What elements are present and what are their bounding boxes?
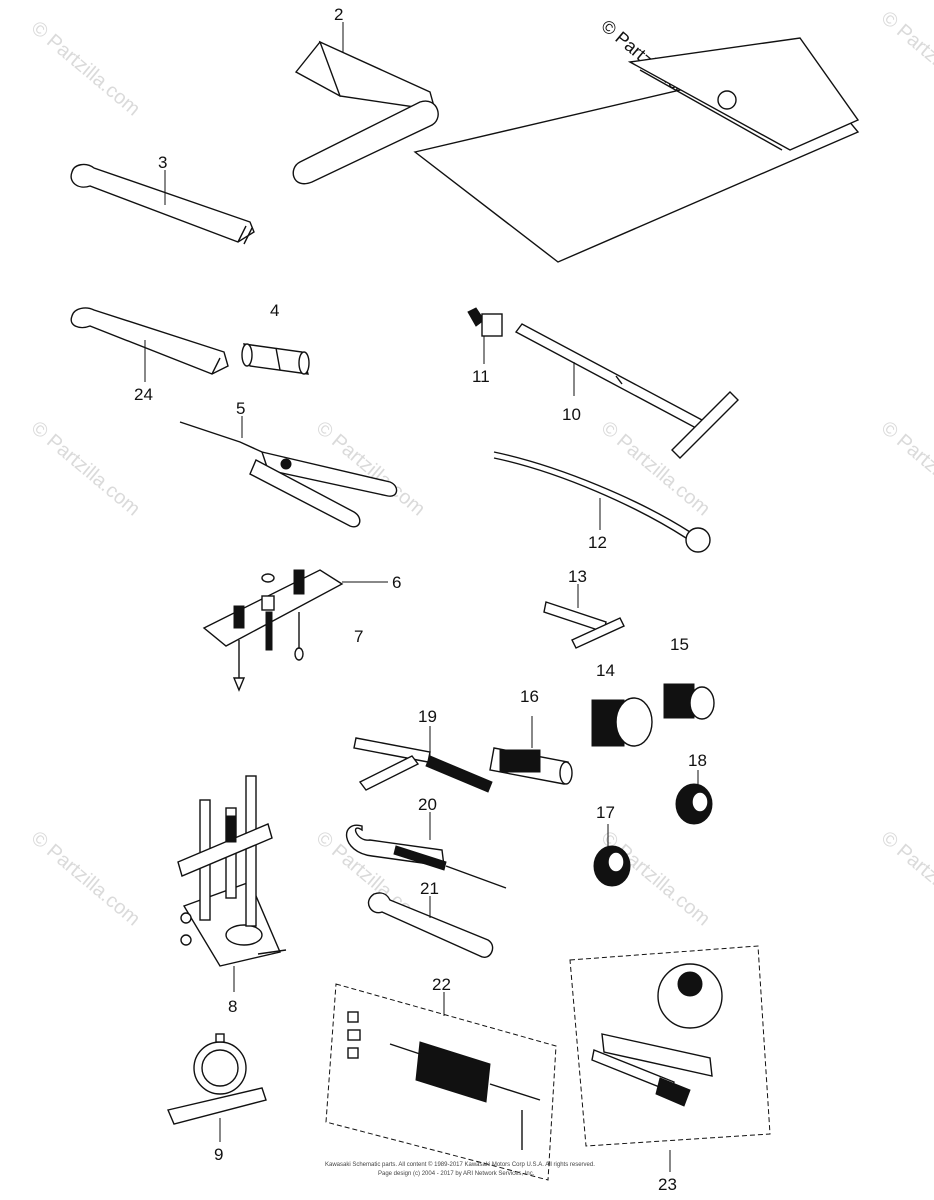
callout-6: 6	[392, 573, 401, 592]
callout-12: 12	[588, 533, 607, 552]
part-9-dial-gauge[interactable]	[167, 1033, 267, 1142]
callout-9: 9	[214, 1145, 223, 1164]
callout-14: 14	[596, 661, 615, 680]
part-7-puller-bolts[interactable]	[232, 569, 305, 692]
part-4-socket[interactable]	[241, 343, 310, 375]
callouts: 2 3 4 24 5 6 7 8 9 10 11 12 13 14 15 16 …	[134, 5, 707, 1194]
callout-7: 7	[354, 627, 363, 646]
callout-15: 15	[670, 635, 689, 654]
part-14-holder[interactable]	[591, 697, 653, 747]
callout-13: 13	[568, 567, 587, 586]
callout-24: 24	[134, 385, 153, 404]
callout-18: 18	[688, 751, 707, 770]
callout-16: 16	[520, 687, 539, 706]
part-12-rod[interactable]	[493, 451, 711, 553]
footer-copyright: Kawasaki Schematic parts. All content © …	[325, 1161, 595, 1168]
callout-21: 21	[420, 879, 439, 898]
part-5-pliers[interactable]	[179, 416, 398, 528]
callout-19: 19	[418, 707, 437, 726]
callout-3: 3	[158, 153, 167, 172]
footer-page-design: Page design (c) 2004 - 2017 by ARI Netwo…	[378, 1171, 535, 1177]
callout-11: 11	[472, 367, 490, 386]
part-17-ring[interactable]	[593, 824, 631, 887]
footer: Kawasaki Schematic parts. All content © …	[325, 1161, 595, 1177]
callout-4: 4	[270, 301, 279, 320]
tool-pouch[interactable]	[413, 37, 860, 263]
part-13-t-wrench[interactable]	[543, 584, 625, 649]
callout-2: 2	[334, 5, 343, 24]
watermark: © Partzilla.com	[27, 827, 144, 930]
part-22-slide-hammer[interactable]	[325, 983, 557, 1181]
callout-22: 22	[432, 975, 451, 994]
part-10-t-handle[interactable]	[514, 323, 739, 459]
part-2-crank-handle[interactable]	[292, 22, 439, 185]
part-21-hook-spanner[interactable]	[367, 892, 494, 958]
callout-8: 8	[228, 997, 237, 1016]
watermark: © Partzilla.com	[877, 827, 934, 930]
part-18-ring[interactable]	[675, 770, 713, 825]
part-16-driver[interactable]	[489, 716, 573, 785]
watermark: © Partzilla.com	[877, 7, 934, 110]
callout-5: 5	[236, 399, 245, 418]
part-19-pliers[interactable]	[353, 726, 493, 793]
part-15-holder[interactable]	[663, 683, 715, 720]
part-24-wrench[interactable]	[70, 307, 229, 382]
watermark: © Partzilla.com	[27, 17, 144, 120]
part-3-wrench[interactable]	[70, 163, 255, 245]
callout-10: 10	[562, 405, 581, 424]
callout-23: 23	[658, 1175, 677, 1194]
watermark: © Partzilla.com	[877, 417, 934, 520]
callout-17: 17	[596, 803, 615, 822]
callout-20: 20	[418, 795, 437, 814]
part-23-flywheel-holder[interactable]	[569, 945, 771, 1172]
part-20-hook-wrench[interactable]	[346, 812, 507, 889]
watermark: © Partzilla.com	[27, 417, 144, 520]
part-11-socket-adapter[interactable]	[467, 307, 503, 364]
part-8-press-stand[interactable]	[177, 775, 287, 992]
